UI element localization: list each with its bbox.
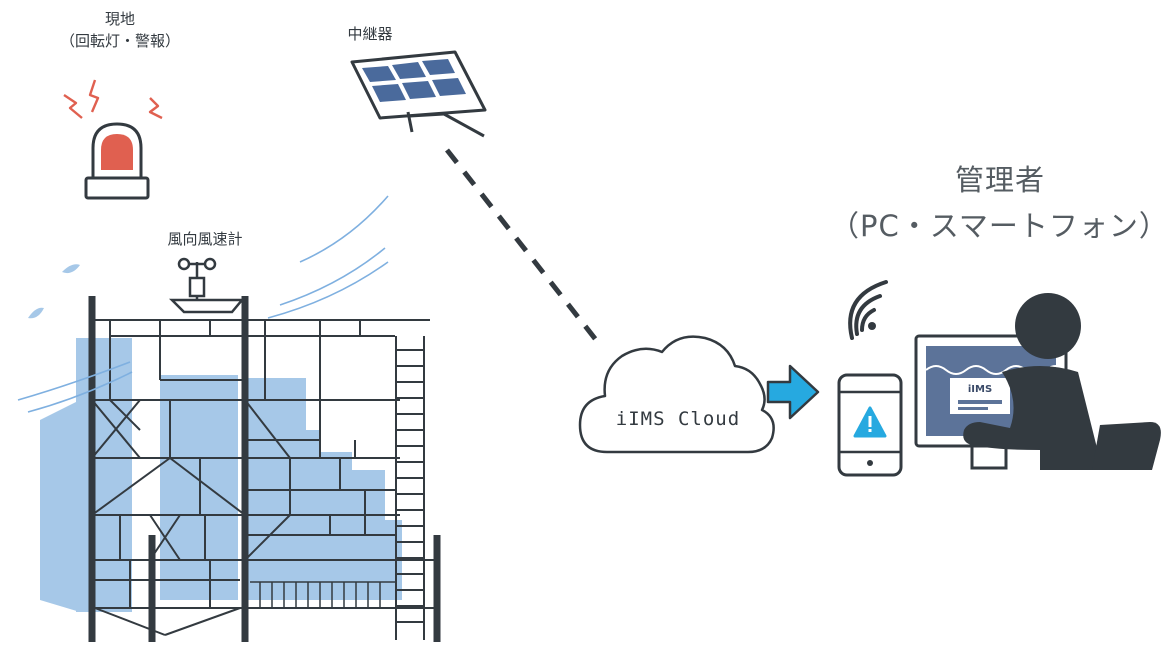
cloud-label: iIMS Cloud — [615, 408, 741, 430]
repeater-label: 中継器 — [347, 25, 393, 43]
scaffold-building — [40, 296, 441, 642]
arrow-right-icon — [766, 364, 820, 420]
wind-lines — [17, 195, 389, 413]
site-sublabel: （回転灯・警報） — [59, 32, 180, 50]
leaf-icon — [28, 264, 80, 319]
ladder-rungs — [396, 349, 424, 623]
solar-panel-icon — [350, 50, 487, 138]
wifi-dot — [868, 322, 876, 330]
anemometer-label: 風向風速計 — [167, 230, 243, 248]
monitor-screen-label: iIMS — [967, 384, 993, 395]
admin-sublabel: （PC・スマートフォン） — [830, 209, 1169, 243]
warning-icon — [853, 406, 887, 438]
cloud-icon — [578, 335, 775, 454]
rotating-lamp-icon — [84, 122, 150, 200]
site-label: 現地 — [104, 10, 135, 28]
anemometer-icon — [168, 257, 245, 314]
base-mesh — [250, 581, 395, 608]
wifi-signal-icon — [848, 280, 888, 340]
admin-label: 管理者 — [954, 163, 1045, 197]
scaffold-posts — [88, 296, 441, 642]
alarm-spark-icon — [63, 79, 163, 120]
administrator-icon — [963, 293, 1161, 470]
monitor-icon — [914, 334, 1068, 470]
wireless-link — [445, 148, 602, 347]
